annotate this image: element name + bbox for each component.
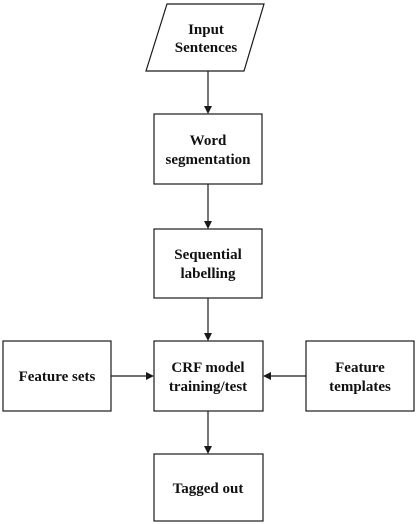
- feature-sets-label: Feature sets: [19, 369, 96, 385]
- arrowhead-down: [204, 106, 212, 114]
- arrowhead-down: [204, 333, 212, 341]
- tagged-out-box: [153, 453, 264, 522]
- node-feature-sets: Feature sets: [2, 340, 112, 412]
- edge-word-segmentation-to-sequential-labelling: [204, 184, 212, 229]
- tagged-out-label: Tagged out: [173, 481, 244, 497]
- edge-sequential-labelling-to-crf: [204, 298, 212, 341]
- crf-model-label-line2: training/test: [169, 379, 247, 395]
- feature-templates-box: [305, 340, 415, 412]
- word-segmentation-label-line2: segmentation: [166, 152, 252, 168]
- feature-templates-label-line2: templates: [329, 379, 391, 395]
- feature-sets-box: [2, 340, 112, 412]
- node-input-sentences: Input Sentences: [145, 3, 265, 72]
- arrowhead-down: [204, 221, 212, 229]
- feature-templates-label-line1: Feature: [335, 360, 385, 376]
- node-word-segmentation: Word segmentation: [153, 113, 263, 185]
- edge-feature-templates-to-crf: [263, 372, 306, 380]
- edge-input-to-word-segmentation: [204, 71, 212, 114]
- arrowhead-down: [204, 446, 212, 454]
- input-label-line2: Sentences: [175, 40, 238, 56]
- node-sequential-labelling: Sequential labelling: [153, 228, 263, 299]
- input-label-line1: Input: [188, 22, 224, 38]
- crf-model-box: [153, 340, 264, 412]
- arrowhead-left: [263, 372, 271, 380]
- sequential-labelling-box: [153, 228, 263, 299]
- arrowhead-right: [146, 372, 154, 380]
- node-feature-templates: Feature templates: [305, 340, 415, 412]
- word-segmentation-box: [153, 113, 263, 185]
- edge-feature-sets-to-crf: [111, 372, 154, 380]
- word-segmentation-label-line1: Word: [190, 133, 227, 149]
- input-parallelogram: [145, 3, 265, 72]
- node-tagged-out: Tagged out: [153, 453, 264, 522]
- node-crf-model: CRF model training/test: [153, 340, 264, 412]
- sequential-labelling-label-line1: Sequential: [174, 247, 242, 263]
- edge-crf-to-tagged-out: [204, 411, 212, 454]
- sequential-labelling-label-line2: labelling: [180, 266, 236, 282]
- crf-model-label-line1: CRF model: [171, 360, 244, 376]
